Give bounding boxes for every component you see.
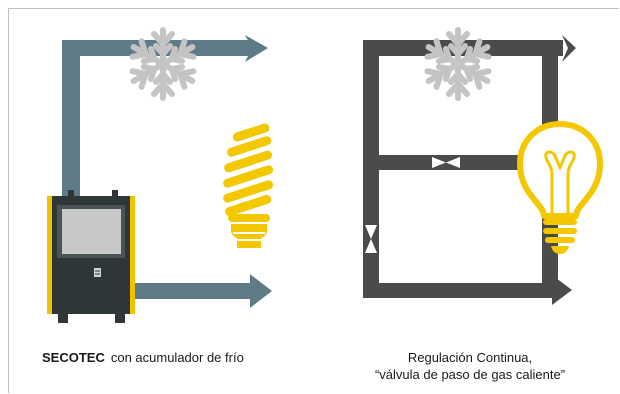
brand-name: SECOTEC (42, 350, 105, 365)
caption-left-text: con acumulador de frío (110, 350, 244, 365)
refrigeration-dryer (47, 190, 135, 323)
snowflake-icon (428, 30, 489, 98)
caption-right-line1: Regulación Continua, (407, 350, 533, 365)
valve-icon (365, 225, 377, 253)
caption-right-line2: “válvula de paso de gas caliente” (374, 367, 566, 382)
caption-left: SECOTEC con acumulador de frío (20, 349, 332, 366)
valve-icon (432, 157, 460, 168)
caption-right: Regulación Continua, “válvula de paso de… (340, 349, 600, 383)
snowflake-icon (133, 30, 194, 98)
incandescent-bulb-icon (517, 121, 603, 254)
figure-frame (8, 8, 619, 393)
cfl-bulb-icon (223, 123, 274, 248)
